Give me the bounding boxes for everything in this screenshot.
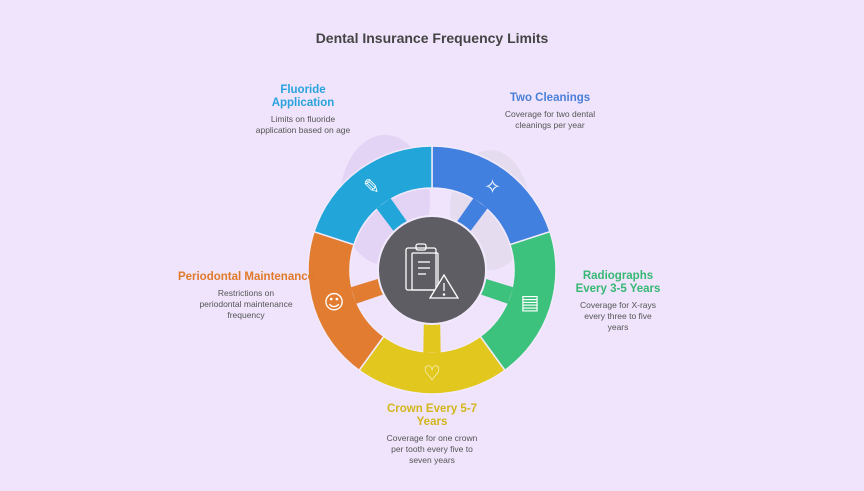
label-desc: Coverage for two dental cleanings per ye… (504, 109, 596, 130)
label-two-cleanings: Two Cleanings Coverage for two dental cl… (480, 92, 620, 131)
fluoride-syringe-icon: ✎ (363, 175, 380, 199)
label-periodontal: Periodontal Maintenance Restrictions on … (176, 271, 316, 321)
label-desc: Coverage for X-rays every three to five … (579, 300, 657, 332)
segment-connector (423, 321, 441, 353)
label-crown: Crown Every 5-7 Years Coverage for one c… (372, 403, 492, 466)
label-title: Periodontal Maintenance (177, 271, 315, 283)
xray-icon: ▤ (521, 290, 540, 314)
dentist-cleaning-icon: ✧ (484, 175, 501, 199)
segment-connector (350, 278, 386, 304)
center-circle (377, 215, 487, 325)
label-desc: Limits on fluoride application based on … (255, 114, 351, 135)
label-title: Crown Every 5-7 Years (386, 403, 478, 428)
segment-connector (376, 198, 409, 234)
segment-connector (478, 278, 514, 304)
periodontal-patient-icon: ☺ (324, 290, 345, 314)
page-title: Dental Insurance Frequency Limits (315, 30, 549, 46)
clipboard-warning-icon (405, 243, 460, 299)
label-desc: Restrictions on periodontal maintenance … (199, 288, 293, 320)
segment-connector (455, 198, 488, 234)
segment-4 (313, 145, 433, 246)
label-desc: Coverage for one crown per tooth every f… (386, 433, 478, 465)
label-title: Fluoride Application (271, 84, 335, 109)
label-title: Radiographs Every 3-5 Years (575, 270, 661, 295)
tooth-crown-icon: ♡ (423, 361, 441, 385)
label-title: Two Cleanings (509, 92, 591, 104)
label-radiographs: Radiographs Every 3-5 Years Coverage for… (548, 270, 688, 333)
label-fluoride: Fluoride Application Limits on fluoride … (243, 84, 363, 136)
